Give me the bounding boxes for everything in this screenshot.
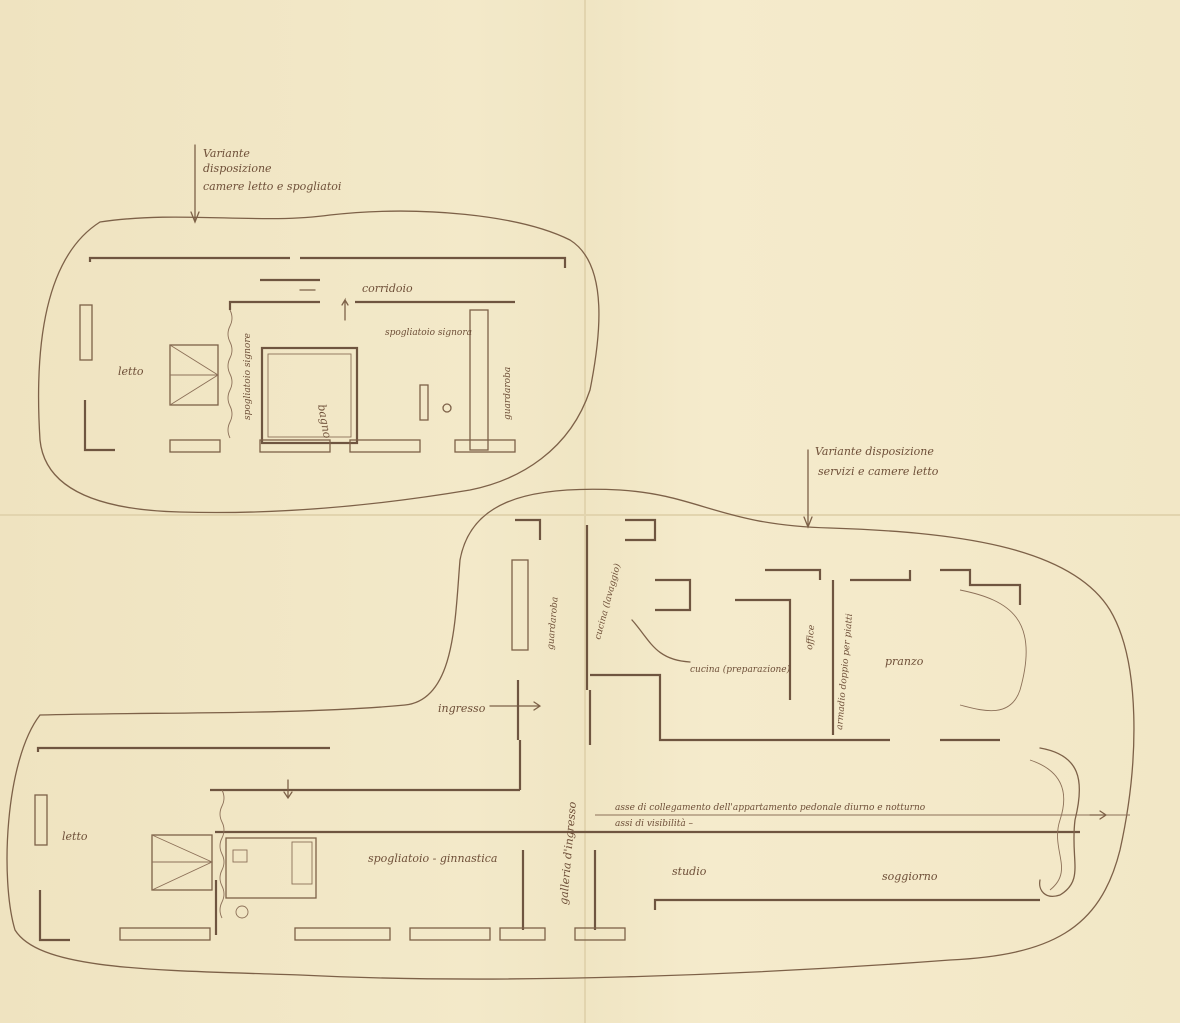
room-label: cucina (preparazione) xyxy=(690,664,791,675)
svg-text:asse di collegamento dell'appa: asse di collegamento dell'appartamento p… xyxy=(615,803,926,829)
upper-plan xyxy=(79,144,567,453)
room-label: ingresso xyxy=(438,702,486,715)
right-note-line: Variante disposizione xyxy=(815,445,934,458)
top-left-note-line: disposizione xyxy=(203,162,272,175)
axis-note-line: assi di visibilità – xyxy=(615,818,694,829)
lower-plan xyxy=(34,740,1130,942)
room-label: spogliatoio - ginnastica xyxy=(368,852,497,865)
upper-variant-outline xyxy=(37,210,600,514)
room-label: spogliatoio signora xyxy=(385,328,472,338)
room-label: studio xyxy=(672,865,707,878)
room-label: corridoio xyxy=(362,282,413,295)
axis-note-line: asse di collegamento dell'appartamento p… xyxy=(615,803,926,813)
top-left-note-line: camere letto e spogliatoi xyxy=(203,180,341,193)
room-label: pranzo xyxy=(885,655,924,668)
room-label: office xyxy=(805,624,817,650)
room-label: cucina (lavaggio) xyxy=(592,562,623,641)
middle-plan xyxy=(489,449,1027,745)
room-label: spogliatoio signore xyxy=(243,333,253,420)
room-label: letto xyxy=(118,365,144,378)
room-label: letto xyxy=(62,830,88,843)
right-note-line: servizi e camere letto xyxy=(818,465,939,478)
room-label: galleria d'ingresso xyxy=(557,801,579,905)
top-left-note-line: Variante xyxy=(203,147,250,160)
room-label: guardaroba xyxy=(546,596,561,650)
lower-variant-outline xyxy=(6,488,1135,980)
room-label: armadio doppio per piatti xyxy=(835,613,855,730)
room-label: bagno xyxy=(315,403,334,439)
room-label: guardaroba xyxy=(503,367,513,420)
room-label: soggiorno xyxy=(882,870,938,883)
